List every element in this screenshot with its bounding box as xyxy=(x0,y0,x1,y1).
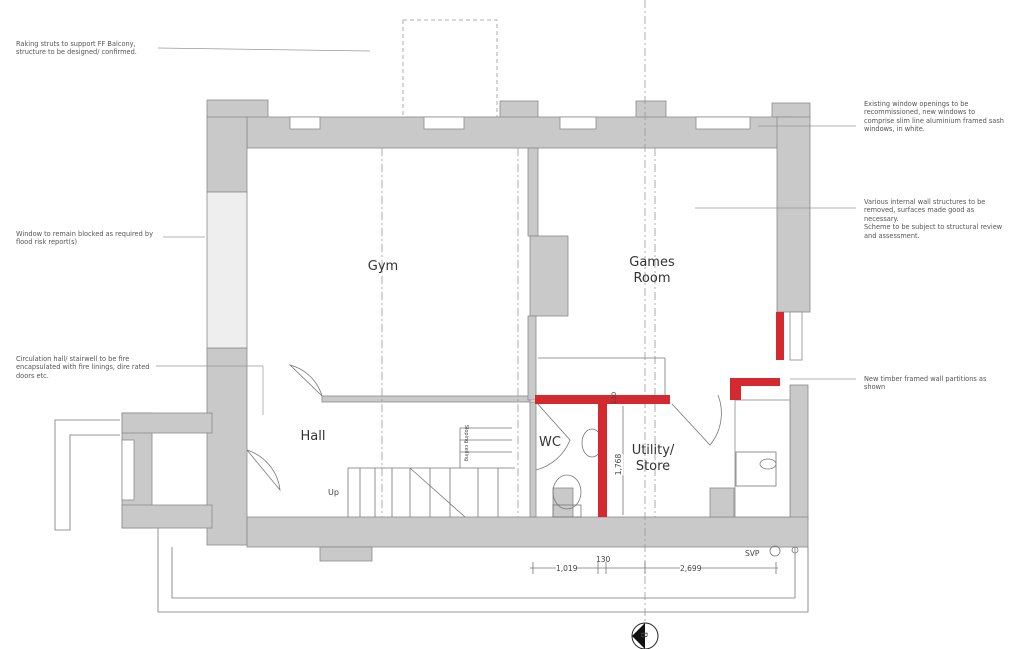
room-label-gym: Gym xyxy=(367,259,399,274)
room-label-games-room: Games Room xyxy=(629,255,675,286)
stair-note: Sloping ceiling xyxy=(463,424,470,462)
room-label-hall: Hall xyxy=(300,429,326,444)
dimension-1019: 1,019 xyxy=(556,564,578,573)
dimension-2699: 2,699 xyxy=(680,564,702,573)
dimension-130-vertical: 130 xyxy=(610,391,619,405)
section-marker-label: B xyxy=(638,631,649,639)
stair-up-label: Up xyxy=(328,488,339,497)
existing-walls xyxy=(121,99,811,562)
room-label-utility: Utility/ Store xyxy=(631,443,675,474)
dimension-1768: 1,768 xyxy=(614,453,624,476)
section-marker-b xyxy=(631,622,659,649)
note-existing-windows: Existing window openings to be recommiss… xyxy=(864,100,1004,134)
windows xyxy=(121,116,803,501)
note-circulation: Circulation hall/ stairwell to be fire e… xyxy=(16,355,150,380)
dimension-130: 130 xyxy=(596,555,611,564)
note-partitions: New timber framed wall partitions as sho… xyxy=(864,375,987,392)
new-partitions xyxy=(535,312,784,517)
note-balcony: Raking struts to support FF Balcony, str… xyxy=(16,40,137,57)
note-internal-walls: Various internal wall structures to be r… xyxy=(864,198,1003,240)
svp-label: SVP xyxy=(745,549,760,558)
leader-lines xyxy=(156,47,856,415)
outline-lines xyxy=(54,357,809,613)
room-label-wc: WC xyxy=(539,435,561,450)
note-window-blocked: Window to remain blocked as required by … xyxy=(16,230,153,247)
balcony-outline xyxy=(402,19,498,118)
demolition-lines xyxy=(381,0,656,640)
